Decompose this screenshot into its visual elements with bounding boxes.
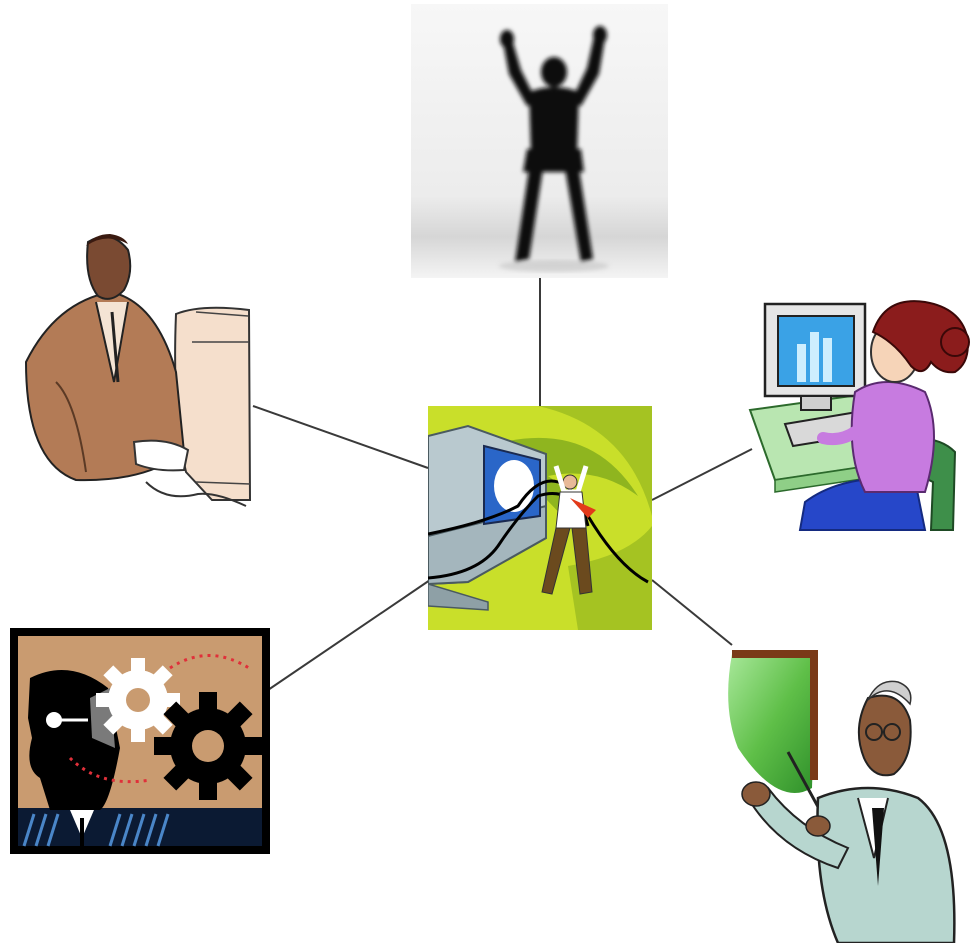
connector-right-upper <box>651 448 753 501</box>
connector-left-lower <box>267 579 431 691</box>
person-pulled-into-computer-icon <box>428 406 652 630</box>
connector-right-lower <box>651 579 733 646</box>
man-presenting-board-icon <box>728 650 956 943</box>
man-at-computer-sketch-icon <box>24 234 252 507</box>
head-with-gears-icon <box>10 628 270 854</box>
celebrating-silhouette-icon <box>411 4 668 278</box>
woman-at-computer-icon <box>748 300 970 531</box>
connector-left-upper <box>252 405 429 469</box>
